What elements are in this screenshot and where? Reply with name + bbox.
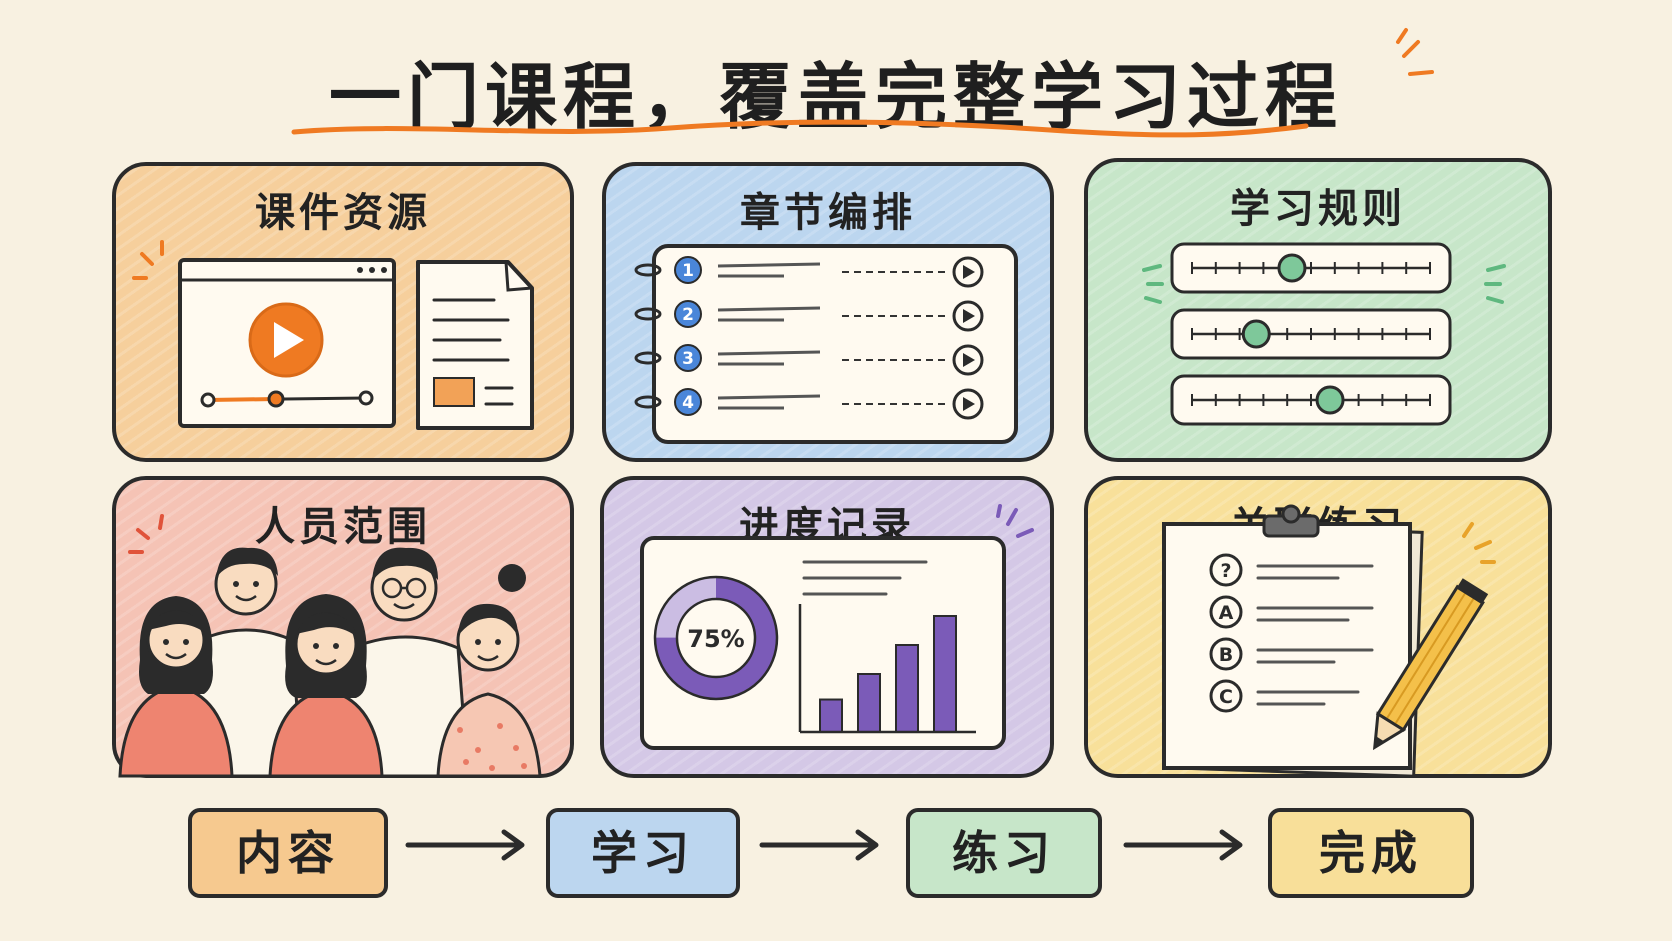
pencil-icon	[1372, 578, 1489, 751]
slider-knob[interactable]	[1277, 253, 1307, 283]
card-title: 课件资源	[255, 190, 431, 236]
card-title: 章节编排	[740, 190, 916, 236]
progress-panel: 75%	[640, 504, 1034, 750]
progress-bar	[819, 698, 843, 734]
card-title: 人员范围	[255, 504, 431, 550]
donut-progress-arc	[655, 577, 777, 699]
rule-slider[interactable]	[1170, 374, 1452, 426]
chapter-number: 2	[682, 305, 694, 325]
flow-step-content[interactable]: 内容	[188, 808, 388, 898]
chapter-row[interactable]	[674, 344, 984, 376]
chapter-number: 3	[682, 349, 694, 369]
flow-step-complete[interactable]: 完成	[1268, 808, 1474, 898]
document-icon	[416, 260, 534, 430]
people-group-icon	[118, 514, 542, 778]
exercise-option: C	[1219, 686, 1233, 708]
arrow-right-icon	[405, 829, 525, 861]
card-courseware[interactable]: 课件资源	[112, 162, 574, 462]
chapter-row[interactable]	[674, 388, 984, 420]
page-title: 一门课程，覆盖完整学习过程	[328, 55, 1343, 139]
clipboard-icon: ? A B C	[1162, 504, 1496, 778]
title-underline	[291, 119, 1309, 138]
flow-step-study[interactable]: 学习	[546, 808, 740, 898]
card-related-exercises[interactable]: 关联练习 ? A B C	[1084, 476, 1552, 778]
arrow-right-icon	[759, 829, 879, 861]
rule-slider[interactable]	[1170, 242, 1452, 294]
card-chapters[interactable]: 章节编排	[602, 162, 1054, 462]
chapter-row[interactable]	[674, 300, 984, 332]
progress-bar	[857, 673, 881, 733]
progress-bar	[895, 644, 919, 733]
exercise-option: B	[1219, 644, 1233, 666]
chapter-row[interactable]	[674, 256, 984, 288]
progress-label: 75%	[687, 625, 744, 653]
video-player-icon	[132, 240, 396, 428]
rule-slider[interactable]	[1170, 308, 1452, 360]
slider-knob[interactable]	[1241, 319, 1271, 349]
chapter-number: 1	[682, 261, 694, 281]
slider-icon	[1142, 242, 1506, 426]
card-progress-record[interactable]: 进度记录 75%	[600, 476, 1054, 778]
card-people-scope[interactable]: 人员范围	[112, 476, 574, 778]
flow-step-practice[interactable]: 练习	[906, 808, 1102, 898]
sparkle-icon	[1396, 28, 1434, 76]
chapter-number: 4	[682, 393, 694, 413]
exercise-option: A	[1219, 602, 1234, 624]
arrow-right-icon	[1123, 829, 1243, 861]
slider-knob[interactable]	[1315, 385, 1345, 415]
exercise-option: ?	[1220, 560, 1231, 582]
card-title: 学习规则	[1230, 186, 1406, 232]
donut-chart-icon: 75%	[653, 575, 779, 701]
bar-chart-icon	[819, 615, 957, 734]
notebook-icon: 1 2 3 4	[634, 244, 1018, 444]
card-study-rules[interactable]: 学习规则	[1084, 158, 1552, 462]
progress-bar	[933, 615, 957, 733]
